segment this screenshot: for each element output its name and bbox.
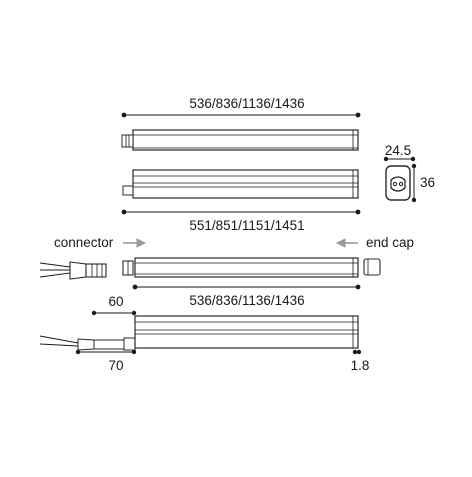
top-length-label: 536/836/1136/1436 — [189, 96, 304, 111]
installed-cable — [39, 335, 136, 351]
end-cap-arrow-icon — [335, 238, 358, 248]
end-cap-label: end cap — [366, 235, 414, 250]
cable-long-label: 70 — [108, 358, 123, 373]
profile-height-label: 36 — [420, 175, 435, 190]
light-bar-side — [122, 169, 359, 199]
dimension-cable-60 — [91, 310, 137, 316]
power-cable — [39, 262, 71, 278]
light-bar-assembly — [134, 257, 359, 278]
cable-short-label: 60 — [108, 294, 123, 309]
dimension-top-length — [121, 112, 361, 118]
connector-label: connector — [54, 235, 114, 250]
end-cap-part — [363, 258, 381, 276]
dimension-cable-70 — [75, 349, 137, 355]
total-length-label: 551/851/1151/1451 — [189, 218, 304, 233]
assembled-length-label: 536/836/1136/1436 — [189, 293, 304, 308]
end-offset-label: 1.8 — [351, 358, 370, 373]
cable-plug — [69, 261, 107, 280]
light-bar-installed — [134, 315, 359, 349]
dimension-total-length — [121, 209, 361, 215]
profile-cross-section — [383, 156, 417, 203]
light-bar-top — [121, 129, 359, 151]
profile-width-label: 24.5 — [385, 143, 411, 158]
connector-arrow-icon — [123, 238, 147, 248]
dimension-end-offset — [352, 349, 362, 355]
connector-part — [122, 260, 134, 276]
dimension-assembled-length — [132, 284, 361, 290]
